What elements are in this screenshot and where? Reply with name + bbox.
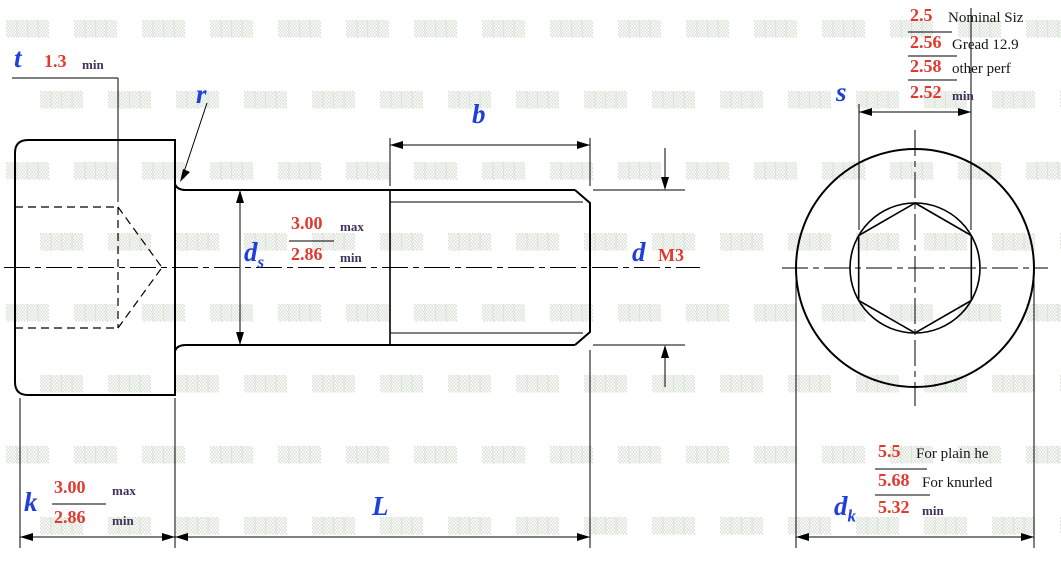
d-thread-value: M3 — [658, 245, 684, 265]
dim-ds — [236, 190, 334, 345]
s-label: s — [836, 77, 847, 107]
dk-value-knurled: 5.68 — [878, 470, 910, 490]
dim-t — [12, 77, 119, 202]
dim-d — [593, 148, 685, 387]
s-value-nominal: 2.5 — [910, 5, 933, 25]
t-min-note: min — [82, 57, 104, 72]
s-note-min: min — [952, 88, 974, 103]
side-view — [4, 77, 700, 548]
dk-value-min: 5.32 — [878, 497, 910, 517]
dk-label: dk — [834, 491, 857, 526]
head-outline — [14, 139, 176, 396]
s-value-min: 2.52 — [910, 82, 942, 102]
s-note-nominal: Nominal Siz — [948, 10, 1024, 26]
ds-max-value: 3.00 — [291, 213, 323, 233]
s-note-grade: Gread 12.9 — [952, 37, 1019, 53]
r-label: r — [196, 79, 207, 109]
shaft-top-line — [174, 183, 575, 191]
dim-L — [175, 350, 591, 548]
dim-s — [858, 8, 972, 230]
s-value-grade: 2.56 — [910, 32, 942, 52]
dk-note-min: min — [922, 503, 944, 518]
shaft-bottom-line — [174, 344, 575, 352]
k-max-note: max — [112, 483, 136, 498]
b-label: b — [472, 99, 486, 129]
ds-min-value: 2.86 — [291, 244, 323, 264]
ds-min-note: min — [340, 250, 362, 265]
end-view — [782, 8, 1048, 548]
dim-r — [180, 102, 208, 182]
dk-letter: d — [834, 491, 848, 521]
ds-label: ds — [244, 237, 265, 272]
k-min-value: 2.86 — [54, 507, 86, 527]
ds-max-note: max — [340, 219, 364, 234]
ds-subscript: s — [257, 252, 265, 272]
d-label: d — [632, 237, 646, 267]
dk-subscript: k — [847, 506, 857, 526]
dk-value-plain: 5.5 — [878, 441, 901, 461]
ds-letter: d — [244, 237, 258, 267]
t-value: 1.3 — [44, 51, 67, 71]
dim-b — [389, 138, 591, 186]
dim-k — [19, 398, 176, 548]
L-label: L — [372, 491, 389, 521]
s-note-other: other perf — [952, 61, 1011, 77]
dim-dk — [795, 272, 1035, 548]
dk-note-plain: For plain he — [916, 446, 989, 462]
thread-end-chamfer — [574, 189, 591, 346]
hidden-socket — [15, 206, 163, 329]
t-label: t — [14, 43, 22, 73]
k-min-note: min — [112, 513, 134, 528]
k-max-value: 3.00 — [54, 477, 86, 497]
dk-note-knurled: For knurled — [922, 475, 993, 491]
k-label: k — [24, 487, 38, 517]
s-value-other: 2.58 — [910, 56, 942, 76]
